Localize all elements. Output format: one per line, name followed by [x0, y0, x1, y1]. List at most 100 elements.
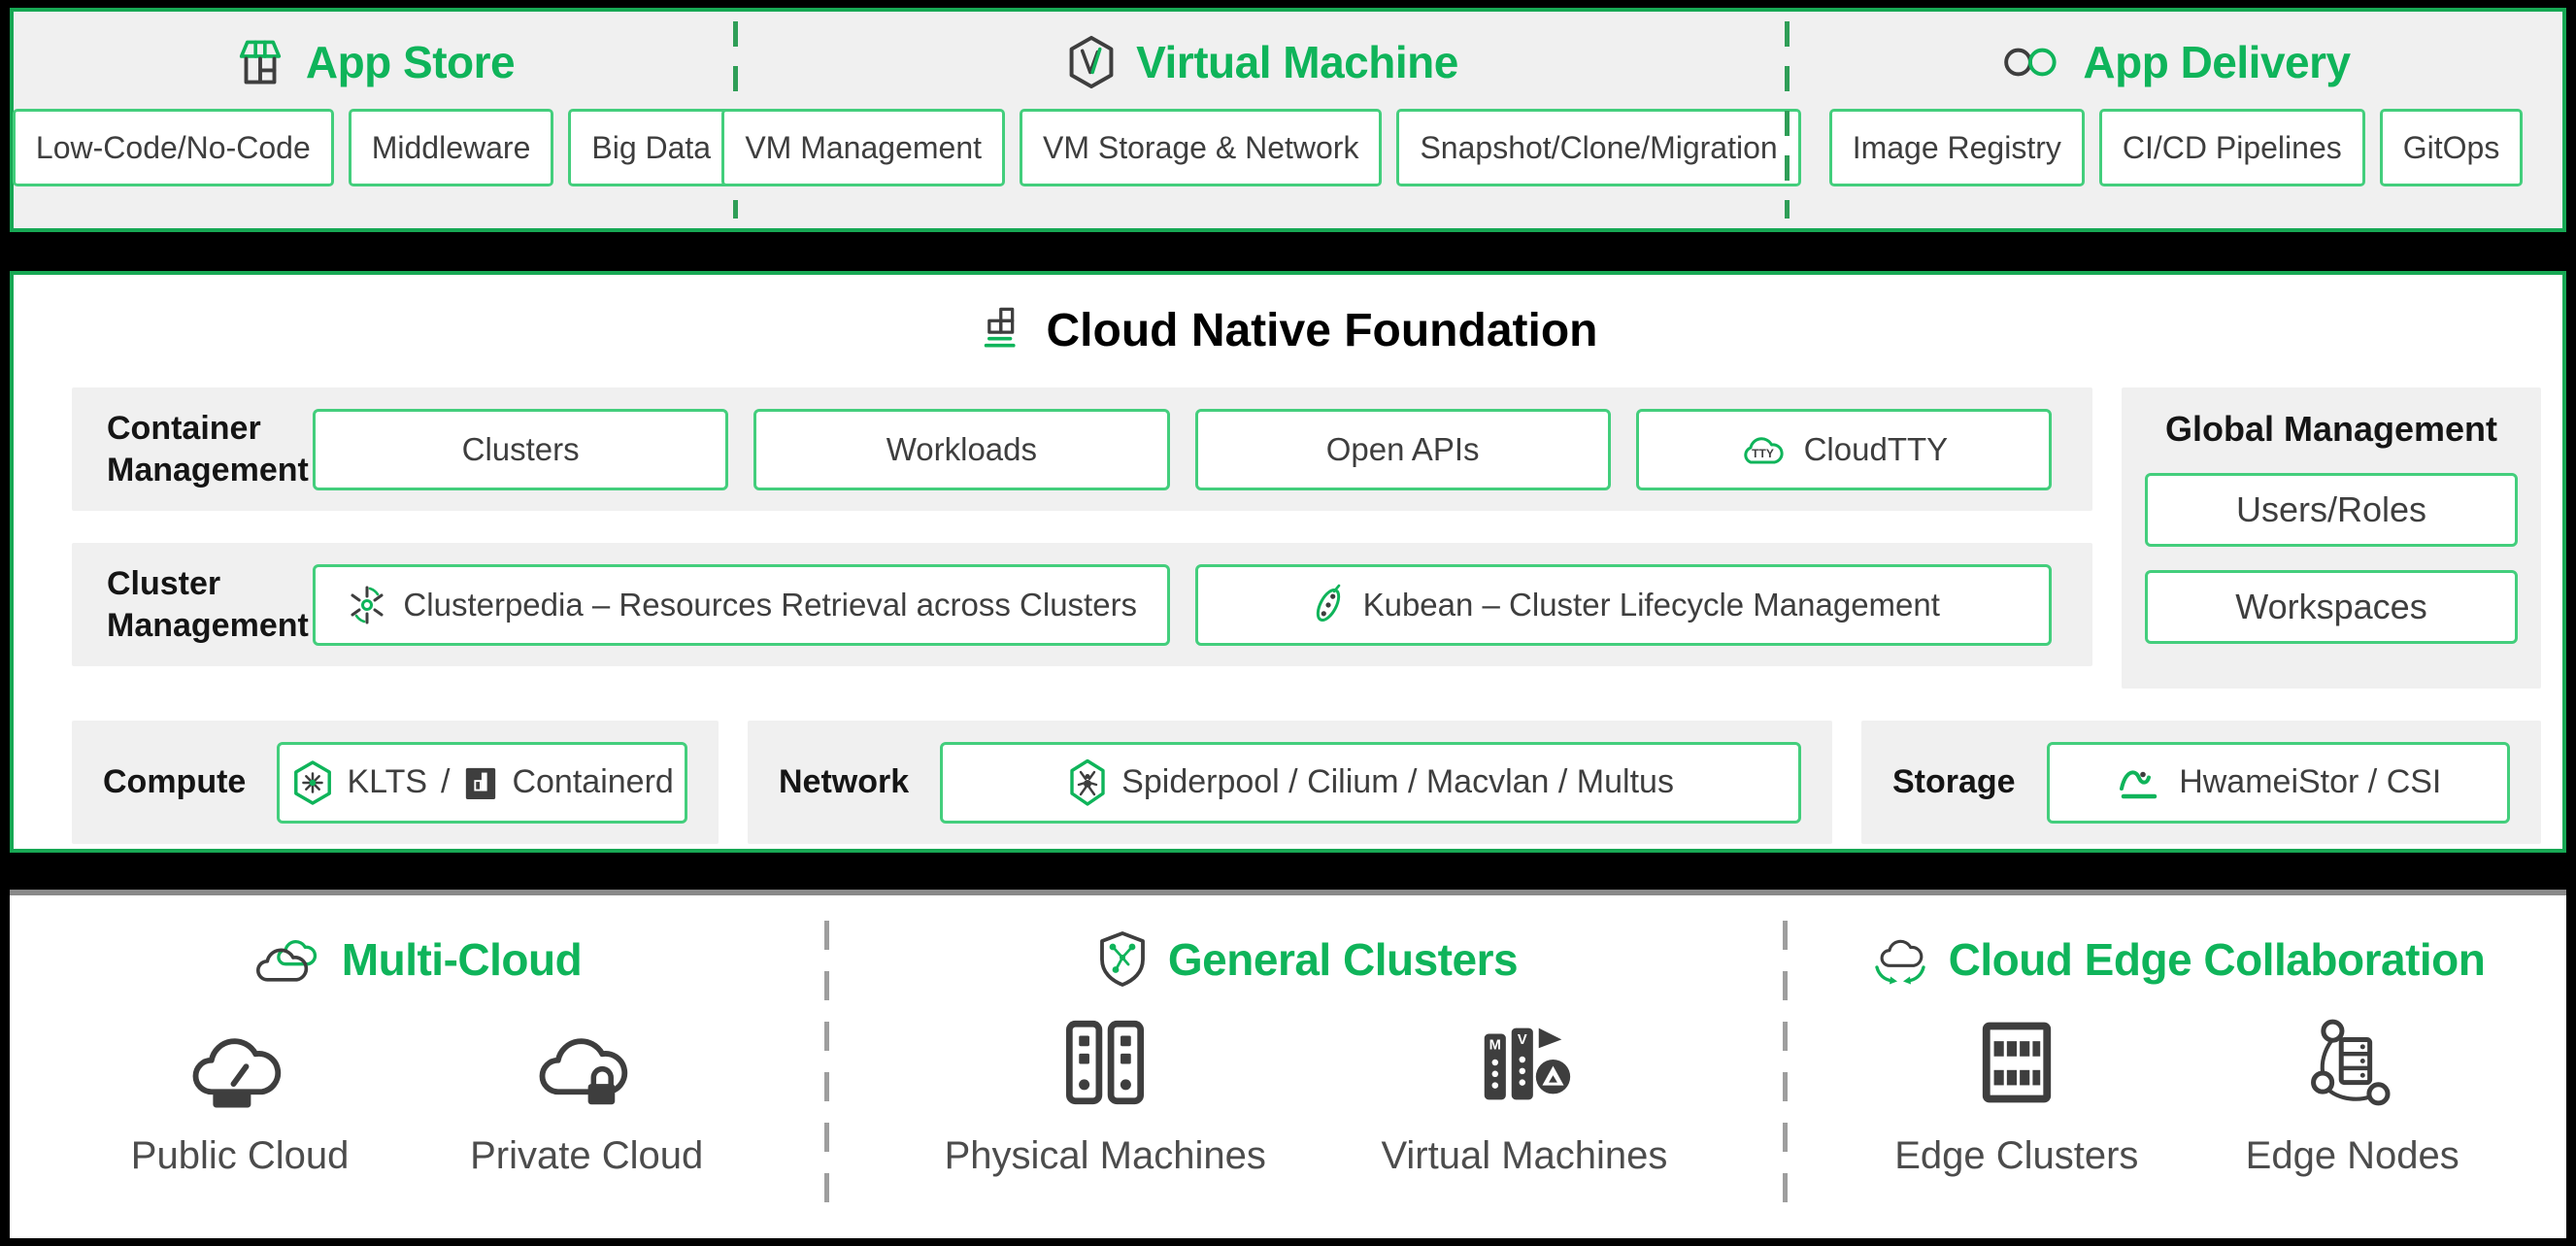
general-clusters-items: Physical Machines M V [829, 1010, 1783, 1178]
multi-cloud-title: Multi-Cloud [341, 934, 583, 985]
virtual-machine-header: Virtual Machine [1064, 31, 1458, 93]
public-cloud-item[interactable]: Public Cloud [130, 1010, 350, 1178]
network-label: Network [779, 763, 910, 801]
green-dashed-divider [1785, 21, 1790, 219]
storefront-icon [239, 40, 282, 84]
cluster-management-row: Cluster Management Clusterpedia – Reso [72, 543, 2092, 666]
big-data-button[interactable]: Big Data [568, 109, 735, 186]
storage-row: Storage HwameiStor / CSI [1861, 721, 2541, 844]
network-row: Network Spiderpool / Cilium / Macvlan / … [748, 721, 1832, 844]
global-management-panel: Global Management Users/Roles Workspaces [2122, 387, 2541, 689]
app-store-title: App Store [305, 37, 516, 87]
klts-containerd-button[interactable]: KLTS / Containerd [277, 741, 687, 824]
private-cloud-icon [539, 1038, 628, 1105]
kubean-icon [1316, 584, 1340, 622]
vm-management-button[interactable]: VM Management [721, 109, 1005, 186]
container-management-row: Container Management Clusters Workloads [72, 387, 2092, 511]
storage-label: Storage [1892, 763, 2016, 801]
virtual-machines-icon: M V [1484, 1027, 1571, 1100]
image-registry-button[interactable]: Image Registry [1828, 109, 2085, 186]
foundation-title: Cloud Native Foundation [1046, 304, 1598, 356]
spiderpool-icon [1070, 758, 1105, 806]
cloud-edge-title: Cloud Edge Collaboration [1948, 934, 2486, 985]
app-store-header: App Store [232, 31, 516, 93]
edge-clusters-item[interactable]: Edge Clusters [1894, 1010, 2138, 1178]
edge-nodes-icon [2310, 1019, 2391, 1106]
cloud-edge-icon [1874, 939, 1925, 985]
middleware-button[interactable]: Middleware [348, 109, 554, 186]
virtual-machine-icon [1069, 35, 1114, 89]
kubean-button[interactable]: Kubean – Cluster Lifecycle Management [1194, 563, 2052, 646]
cloud-native-foundation-band: Cloud Native Foundation Container Manage… [10, 271, 2566, 853]
hwameistor-icon [2120, 769, 2158, 798]
physical-machines-label: Physical Machines [944, 1134, 1266, 1177]
multi-cloud-section: Multi-Cloud Public Cloud [10, 895, 824, 1238]
platform-services-band: App Store Low-Code/No-Code Middleware Bi… [10, 8, 2566, 232]
vm-storage-network-button[interactable]: VM Storage & Network [1020, 109, 1383, 186]
app-store-buttons: Low-Code/No-Code Middleware Big Data [12, 109, 735, 186]
virtual-machine-buttons: VM Management VM Storage & Network Snaps… [721, 109, 1801, 186]
multi-cloud-icon [255, 940, 317, 982]
workloads-button[interactable]: Workloads [753, 408, 1170, 490]
global-management-title: Global Management [2164, 409, 2498, 449]
edge-nodes-label: Edge Nodes [2245, 1134, 2459, 1177]
edge-clusters-label: Edge Clusters [1894, 1134, 2139, 1177]
virtual-machines-label: Virtual Machines [1381, 1134, 1668, 1177]
app-delivery-section: App Delivery Image Registry CI/CD Pipeli… [1790, 12, 2562, 228]
cloud-edge-section: Cloud Edge Collaboration [1788, 895, 2566, 1238]
cloudtty-button[interactable]: TTY CloudTTY [1635, 408, 2052, 490]
cloudtty-icon: TTY [1743, 436, 1784, 463]
open-apis-button[interactable]: Open APIs [1194, 408, 1611, 490]
low-code-no-code-button[interactable]: Low-Code/No-Code [12, 109, 334, 186]
app-delivery-buttons: Image Registry CI/CD Pipelines GitOps [1828, 109, 2524, 186]
edge-nodes-item[interactable]: Edge Nodes [2246, 1010, 2459, 1178]
gitops-button[interactable]: GitOps [2379, 109, 2524, 186]
containerd-icon [466, 767, 496, 799]
clusterpedia-icon [351, 586, 384, 623]
general-clusters-section: General Clusters [829, 895, 1783, 1238]
virtual-machine-section: Virtual Machine VM Management VM Storage… [721, 12, 1801, 228]
edge-clusters-icon [1982, 1022, 2051, 1103]
app-delivery-title: App Delivery [2083, 37, 2351, 87]
svg-text:TTY: TTY [1752, 447, 1774, 460]
container-management-label: Container Management [107, 410, 309, 488]
app-delivery-header: App Delivery [2001, 31, 2351, 93]
svg-text:M: M [1489, 1038, 1501, 1054]
network-cni-button[interactable]: Spiderpool / Cilium / Macvlan / Multus [940, 741, 1801, 824]
general-clusters-header: General Clusters [1094, 928, 1519, 991]
public-cloud-icon [192, 1038, 282, 1108]
workspaces-button[interactable]: Workspaces [2145, 570, 2518, 644]
private-cloud-label: Private Cloud [470, 1134, 704, 1177]
storage-csi-button[interactable]: HwameiStor / CSI [2046, 741, 2510, 824]
multi-cloud-header: Multi-Cloud [252, 928, 583, 991]
compute-label: Compute [103, 763, 247, 801]
clusters-button[interactable]: Clusters [313, 408, 729, 490]
physical-machines-icon [1066, 1020, 1145, 1105]
cicd-pipelines-button[interactable]: CI/CD Pipelines [2098, 109, 2365, 186]
users-roles-button[interactable]: Users/Roles [2145, 473, 2518, 547]
foundation-body: Container Management Clusters Workloads [14, 387, 2562, 844]
general-clusters-title: General Clusters [1167, 934, 1519, 985]
klts-icon [293, 759, 331, 805]
cloud-edge-items: Edge Clusters [1788, 1010, 2566, 1178]
multi-cloud-items: Public Cloud Private Cloud [10, 1010, 824, 1178]
physical-machines-item[interactable]: Physical Machines [945, 1010, 1266, 1178]
shield-network-icon [1100, 931, 1145, 987]
infrastructure-band: Multi-Cloud Public Cloud [10, 890, 2566, 1238]
gray-dashed-divider [1783, 921, 1788, 1221]
building-blocks-icon [984, 307, 1016, 348]
foundation-header: Cloud Native Foundation [14, 302, 2562, 358]
app-store-section: App Store Low-Code/No-Code Middleware Bi… [12, 12, 735, 228]
gray-dashed-divider [824, 921, 829, 1221]
cloud-edge-header: Cloud Edge Collaboration [1869, 928, 2486, 991]
compute-row: Compute KLTS / [72, 721, 719, 844]
cluster-management-label: Cluster Management [107, 565, 309, 644]
clusterpedia-button[interactable]: Clusterpedia – Resources Retrieval acros… [313, 563, 1170, 646]
virtual-machine-title: Virtual Machine [1136, 37, 1458, 87]
virtual-machines-item[interactable]: M V [1381, 1010, 1667, 1178]
svg-text:V: V [1518, 1032, 1527, 1048]
public-cloud-label: Public Cloud [130, 1134, 350, 1177]
snapshot-clone-migration-button[interactable]: Snapshot/Clone/Migration [1396, 109, 1801, 186]
private-cloud-item[interactable]: Private Cloud [470, 1010, 703, 1178]
